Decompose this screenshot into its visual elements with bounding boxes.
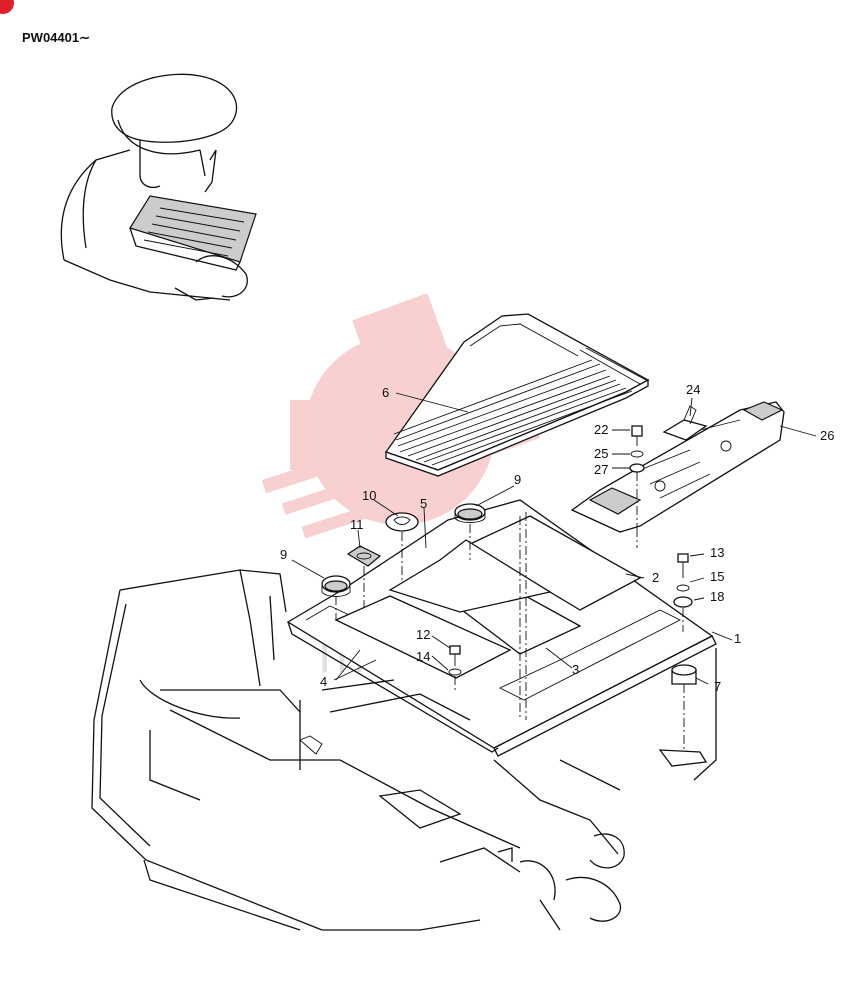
- part-label: 11: [350, 517, 364, 532]
- part-label: 9: [280, 547, 287, 562]
- part-label: 12: [416, 627, 430, 642]
- hardware-12-14: [448, 645, 462, 676]
- part-label: 9: [514, 472, 521, 487]
- serial-range-label: PW04401∼: [22, 30, 90, 45]
- part-label: 7: [714, 679, 721, 694]
- part-label: 15: [710, 569, 724, 584]
- part-label: 10: [362, 488, 376, 503]
- part-label: 26: [820, 428, 834, 443]
- part-grommet-9a: [454, 503, 486, 523]
- hardware-22-25-27: [629, 425, 645, 528]
- part-grommet-11: [346, 545, 382, 567]
- part-step-cover: [570, 401, 785, 533]
- corner-badge-icon: [0, 0, 14, 14]
- part-label: 5: [420, 496, 427, 511]
- part-label: 27: [594, 462, 608, 477]
- leader-lines: [291, 392, 817, 685]
- cab-overview-inset: [60, 73, 257, 301]
- part-label: 4: [320, 674, 327, 689]
- part-label: 24: [686, 382, 700, 397]
- hardware-13-15-18: [673, 553, 693, 608]
- machine-frame: [91, 569, 717, 931]
- part-label: 2: [652, 570, 659, 585]
- part-cover-plate-4: [334, 595, 512, 679]
- part-label: 14: [416, 649, 430, 664]
- part-labels: 1 2 3 4 5 6 7 9 9 10 11 12 13 14 15 18 2…: [280, 382, 834, 694]
- part-bracket-24: [662, 405, 708, 441]
- part-label: 3: [572, 662, 579, 677]
- part-mount-7: [671, 664, 697, 752]
- part-label: 6: [382, 385, 389, 400]
- part-label: 1: [734, 631, 741, 646]
- part-grommet-10: [385, 512, 419, 532]
- part-label: 13: [710, 545, 724, 560]
- part-cover-plate-5: [388, 539, 552, 613]
- part-label: 25: [594, 446, 608, 461]
- part-floor-mat: [384, 313, 650, 477]
- part-label: 22: [594, 422, 608, 437]
- alignment-lines: [335, 512, 684, 720]
- part-label: 18: [710, 589, 724, 604]
